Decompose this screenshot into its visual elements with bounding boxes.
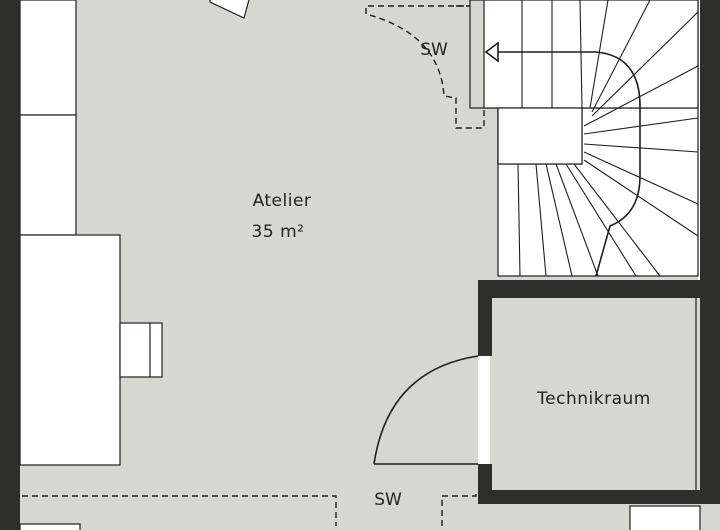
bottom-right-item [629,505,701,530]
sw-top-dash [365,5,485,129]
technik-bottom-wall [478,490,720,504]
desk [19,234,121,466]
left-furniture [19,0,701,530]
technik-door-swing [373,355,479,465]
bottom-left-item [19,523,81,530]
sw-bottom-right-dash [441,490,477,526]
sw-top-label: SW [420,40,448,60]
stair-arrow-icon [484,41,499,63]
technikraum-label: Technikraum [536,389,651,409]
left-wall [0,0,20,530]
technikraum-floor [490,298,700,490]
right-wall [700,0,720,500]
top-object [209,0,250,19]
stair-core [497,107,583,165]
atelier-label: Atelier [253,191,312,211]
doors [373,355,479,465]
sw-bottom-dash [22,495,337,526]
wardrobe-upper [19,0,77,116]
wardrobe-lower [19,114,77,236]
atelier-area: 35 m² [252,222,305,242]
dashed-lines [22,5,485,526]
stair-inner-top [483,0,699,109]
staircase [469,0,699,277]
sw-bottom-label: SW [374,490,402,510]
chair [119,322,163,378]
stair-walk-line [496,51,641,277]
stair-treads [517,0,699,277]
technik-wall-upper [478,280,492,356]
stair-divider-wall [478,280,720,298]
